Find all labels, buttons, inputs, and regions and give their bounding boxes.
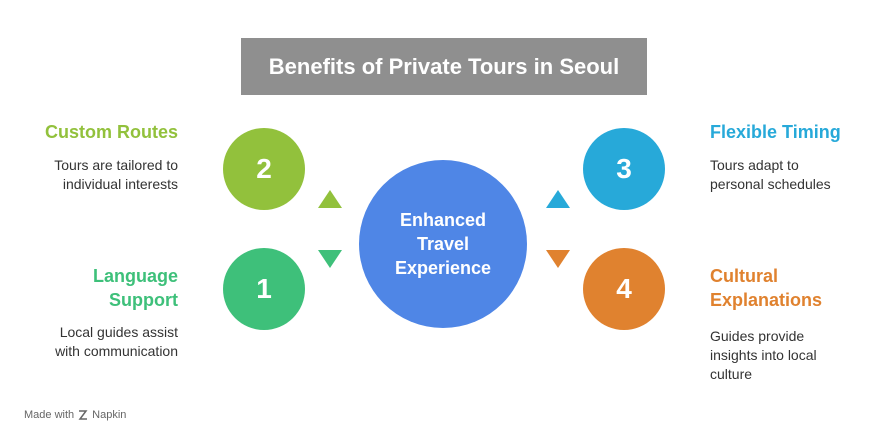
number-circle-1: 1 [223,248,305,330]
desc-line: Tours adapt to [710,157,799,173]
desc-custom-routes: Tours are tailored to individual interes… [54,156,178,194]
triangle-up-icon [546,190,570,208]
heading-line: Custom Routes [44,122,178,142]
heading-line: Language [92,266,178,286]
triangle-up-icon [318,190,342,208]
number-label: 2 [256,153,272,184]
center-line: Enhanced [399,210,487,230]
center-line: Travel [416,234,470,254]
desc-flexible-timing: Tours adapt to personal schedules [710,156,831,194]
footer-brand: Napkin [92,409,127,421]
heading-language-support: Language Support [93,264,178,312]
triangle-down-icon [546,250,570,268]
number-circle-2: 2 [223,128,305,210]
center-circle: Enhanced Travel Experience [359,160,527,328]
number-circle-4: 4 [583,248,665,330]
napkin-logo-icon [78,410,88,420]
page-title: Benefits of Private Tours in Seoul [268,53,620,79]
heading-cultural-explanations: Cultural Explanations [710,264,822,312]
heading-line: Explanations [710,290,823,310]
number-circle-3: 3 [583,128,665,210]
heading-custom-routes: Custom Routes [45,120,178,144]
heading-line: Support [109,290,178,310]
desc-line: Guides provide [710,328,805,344]
desc-line: Tours are tailored to [54,157,178,173]
heading-flexible-timing: Flexible Timing [710,120,841,144]
triangle-down-icon [318,250,342,268]
center-line: Experience [394,258,492,278]
desc-line: Local guides assist [59,324,178,340]
number-label: 1 [256,273,272,304]
number-label: 4 [616,273,632,304]
title-banner: Benefits of Private Tours in Seoul [241,38,647,95]
heading-line: Flexible Timing [710,122,841,142]
desc-line: with communication [55,343,178,359]
desc-line: insights into local [710,347,817,363]
desc-cultural-explanations: Guides provide insights into local cultu… [710,327,817,384]
footer-credit: Made with Napkin [24,409,126,421]
desc-language-support: Local guides assist with communication [55,323,178,361]
number-label: 3 [616,153,632,184]
desc-line: culture [710,366,753,382]
footer-made-with: Made with [24,409,75,421]
desc-line: individual interests [62,176,178,192]
heading-line: Cultural [710,266,779,286]
desc-line: personal schedules [710,176,831,192]
